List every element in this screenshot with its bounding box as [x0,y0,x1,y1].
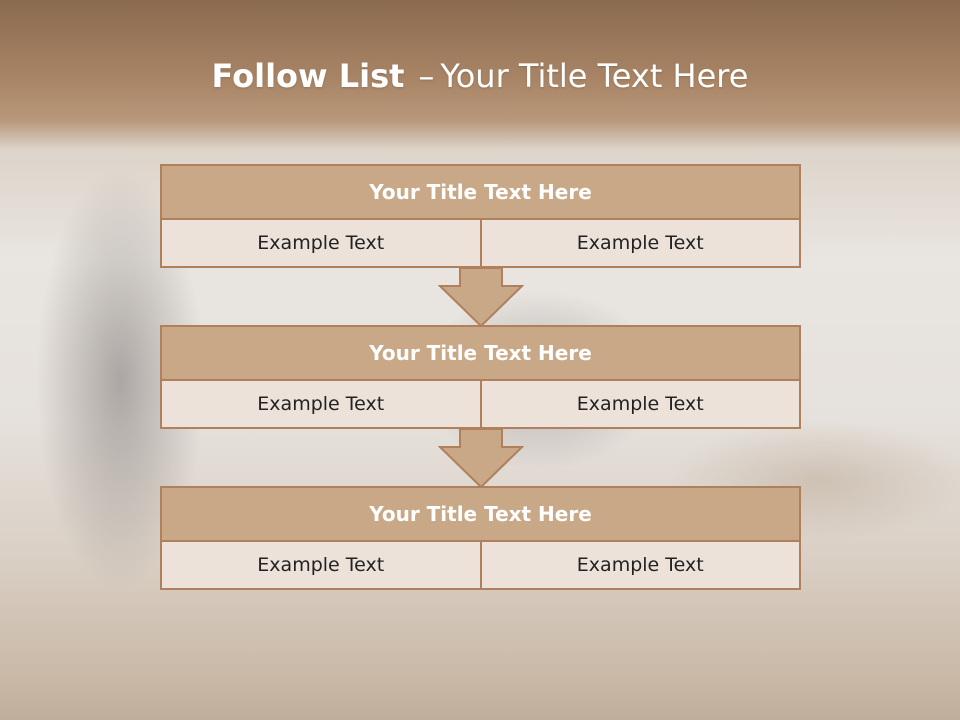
step-title: Your Title Text Here [160,164,801,220]
title-rest: Your Title Text Here [440,57,749,95]
step-cell-left: Example Text [160,218,482,268]
down-arrow-icon [438,429,524,489]
step-block-1: Your Title Text Here Example Text Exampl… [160,164,801,268]
step-title: Your Title Text Here [160,486,801,542]
step-cell-left: Example Text [160,540,482,590]
step-row: Example Text Example Text [160,379,801,429]
step-block-3: Your Title Text Here Example Text Exampl… [160,486,801,590]
step-cell-right: Example Text [479,379,801,429]
step-block-2: Your Title Text Here Example Text Exampl… [160,325,801,429]
step-cell-right: Example Text [479,540,801,590]
slide-title: Follow List–Your Title Text Here [0,50,960,102]
title-dash: – [418,57,435,95]
title-bold: Follow List [211,57,405,95]
step-cell-left: Example Text [160,379,482,429]
step-row: Example Text Example Text [160,218,801,268]
step-title: Your Title Text Here [160,325,801,381]
step-cell-right: Example Text [479,218,801,268]
down-arrow-icon [438,268,524,328]
step-row: Example Text Example Text [160,540,801,590]
